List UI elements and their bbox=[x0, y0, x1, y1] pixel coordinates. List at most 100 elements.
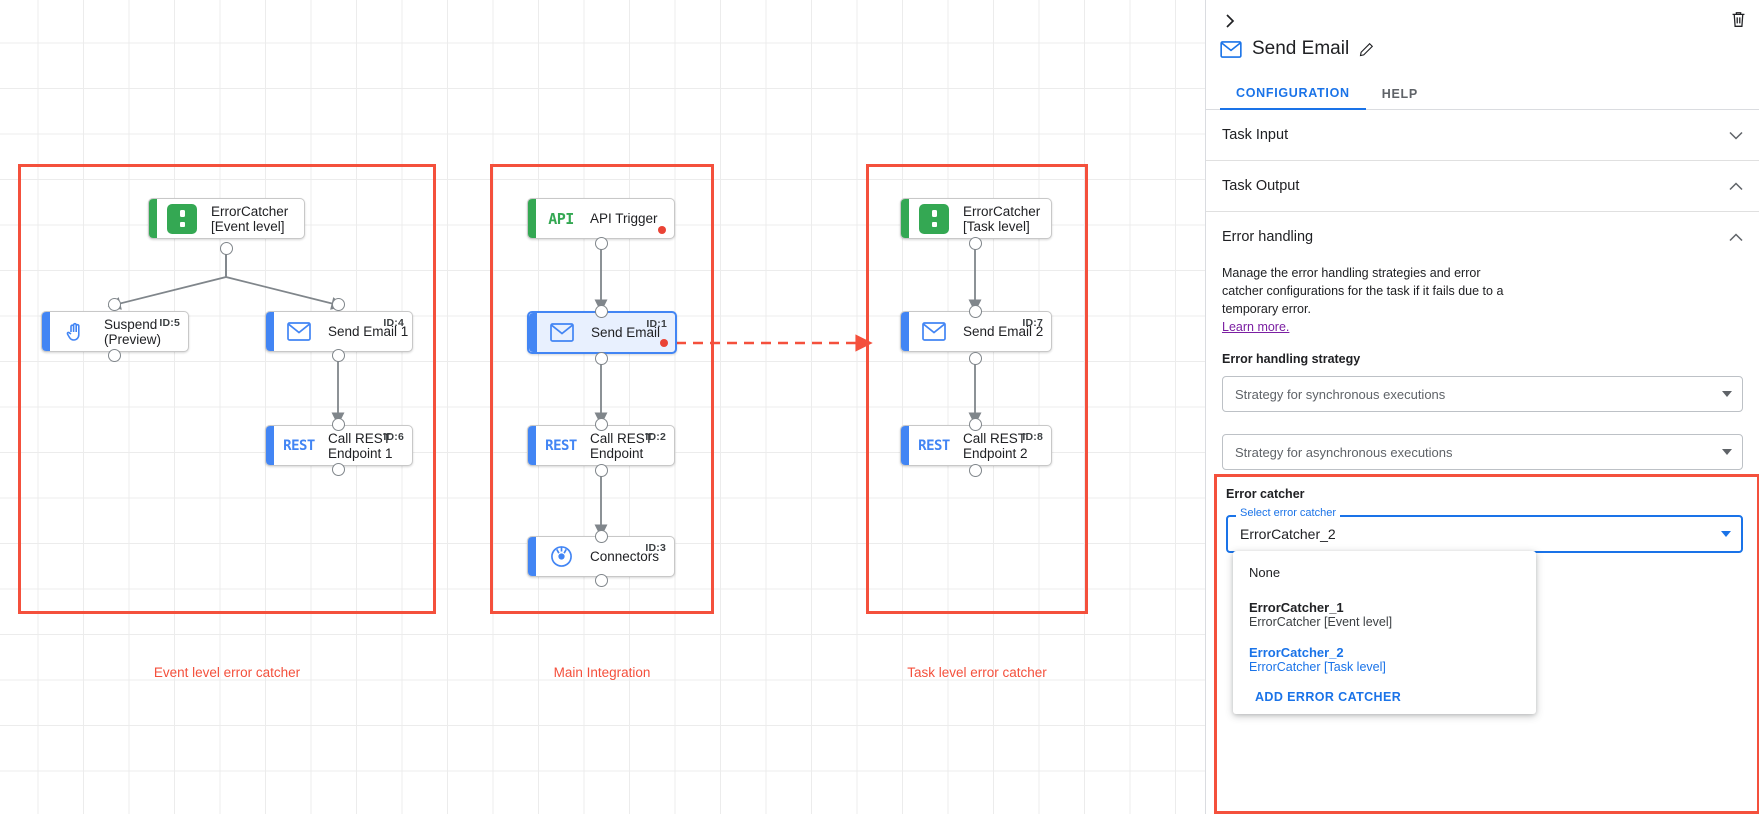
node-port-out[interactable] bbox=[595, 464, 608, 477]
section-error-handling: Error handling Manage the error handling… bbox=[1206, 212, 1759, 486]
section-task-input: Task Input bbox=[1206, 110, 1759, 161]
node-port-out[interactable] bbox=[220, 242, 233, 255]
section-title: Task Input bbox=[1222, 127, 1289, 143]
error-catcher-float-label: Select error catcher bbox=[1236, 507, 1340, 519]
node-port-out[interactable] bbox=[969, 237, 982, 250]
node-port-out[interactable] bbox=[969, 464, 982, 477]
node-port-in[interactable] bbox=[332, 418, 345, 431]
error-catcher-icon bbox=[917, 202, 951, 236]
node-send-email-2[interactable]: Send Email 2 ID:7 bbox=[900, 311, 1052, 352]
node-label: Call REST Endpoint bbox=[590, 430, 654, 461]
node-id-badge: ID:4 bbox=[383, 317, 404, 329]
node-accent-bar bbox=[266, 426, 274, 465]
error-catcher-select[interactable]: ErrorCatcher_2 bbox=[1226, 515, 1743, 553]
node-suspend[interactable]: Suspend (Preview) ID:5 bbox=[41, 311, 189, 352]
error-handling-strategy-label: Error handling strategy bbox=[1222, 352, 1361, 366]
dropdown-item-label: None bbox=[1249, 565, 1281, 580]
node-port-out[interactable] bbox=[332, 349, 345, 362]
node-id-badge: ID:8 bbox=[1022, 431, 1043, 443]
node-port-out[interactable] bbox=[332, 463, 345, 476]
node-port-out[interactable] bbox=[595, 237, 608, 250]
node-accent-bar bbox=[42, 312, 50, 351]
node-port-in[interactable] bbox=[595, 305, 608, 318]
node-call-rest-endpoint-2[interactable]: REST Call REST Endpoint 2 ID:8 bbox=[900, 425, 1052, 466]
node-accent-bar bbox=[528, 426, 536, 465]
dropdown-item-errorcatcher-2[interactable]: ErrorCatcher_2 ErrorCatcher [Task level] bbox=[1233, 639, 1536, 680]
node-port-out[interactable] bbox=[108, 349, 121, 362]
workflow-canvas[interactable]: Event level error catcher Main Integrati… bbox=[0, 0, 1205, 814]
node-port-out[interactable] bbox=[969, 352, 982, 365]
node-label: Suspend (Preview) bbox=[104, 316, 162, 347]
chevron-up-icon[interactable] bbox=[1729, 230, 1743, 245]
node-error-catcher-event-level[interactable]: ErrorCatcher [Event level] bbox=[148, 198, 305, 239]
node-port-out[interactable] bbox=[595, 352, 608, 365]
group-label-main-integration: Main Integration bbox=[553, 665, 651, 680]
email-icon bbox=[282, 315, 316, 349]
email-icon bbox=[545, 316, 579, 350]
chevron-down-icon[interactable] bbox=[1729, 128, 1743, 143]
tab-help[interactable]: HELP bbox=[1381, 87, 1418, 101]
group-box-main-integration bbox=[490, 164, 714, 614]
node-label: Call REST Endpoint 2 bbox=[963, 430, 1028, 461]
node-error-indicator-dot bbox=[660, 339, 668, 347]
email-icon bbox=[1220, 40, 1242, 58]
node-label: Send Email bbox=[591, 325, 661, 340]
trash-icon[interactable] bbox=[1725, 6, 1751, 32]
node-port-in[interactable] bbox=[595, 530, 608, 543]
connectors-icon bbox=[544, 540, 578, 574]
node-port-out[interactable] bbox=[595, 574, 608, 587]
sync-strategy-select[interactable]: Strategy for synchronous executions bbox=[1222, 376, 1743, 412]
node-label: Send Email 2 bbox=[963, 324, 1044, 339]
panel-header: Send Email bbox=[1206, 0, 1759, 78]
error-handling-body: Manage the error handling strategies and… bbox=[1222, 262, 1743, 486]
rest-icon: REST bbox=[545, 437, 577, 454]
page-title: Send Email bbox=[1252, 38, 1350, 59]
dropdown-item-sublabel: ErrorCatcher [Event level] bbox=[1249, 615, 1393, 629]
node-id-badge: ID:5 bbox=[159, 317, 180, 329]
dropdown-item-label: ErrorCatcher_2 bbox=[1249, 645, 1344, 660]
node-call-rest-endpoint[interactable]: REST Call REST Endpoint ID:2 bbox=[527, 425, 675, 466]
node-id-badge: ID:3 bbox=[645, 542, 666, 554]
chevron-up-icon[interactable] bbox=[1729, 179, 1743, 194]
async-strategy-select[interactable]: Strategy for asynchronous executions bbox=[1222, 434, 1743, 470]
node-port-in[interactable] bbox=[595, 418, 608, 431]
node-id-badge: ID:6 bbox=[383, 431, 404, 443]
node-call-rest-endpoint-1[interactable]: REST Call REST Endpoint 1 ID:6 bbox=[265, 425, 413, 466]
group-box-event-level bbox=[18, 164, 436, 614]
section-task-output-header[interactable]: Task Output bbox=[1222, 161, 1743, 211]
learn-more-link[interactable]: Learn more. bbox=[1222, 320, 1290, 334]
node-api-trigger[interactable]: API API Trigger bbox=[527, 198, 675, 239]
section-task-output: Task Output bbox=[1206, 161, 1759, 212]
error-catcher-title: Error catcher bbox=[1226, 487, 1305, 501]
task-config-panel: Send Email CONFIGURATION HELP Task Input bbox=[1205, 0, 1759, 814]
dropdown-item-sublabel: ErrorCatcher [Task level] bbox=[1249, 660, 1386, 674]
pencil-icon[interactable] bbox=[1359, 42, 1374, 57]
chevron-right-icon[interactable] bbox=[1217, 8, 1243, 34]
node-accent-bar bbox=[529, 313, 537, 352]
node-accent-bar bbox=[149, 199, 157, 238]
dropdown-item-label: ErrorCatcher_1 bbox=[1249, 600, 1344, 615]
section-error-handling-header[interactable]: Error handling bbox=[1222, 212, 1743, 262]
group-label-event-level: Event level error catcher bbox=[153, 665, 301, 680]
node-accent-bar bbox=[528, 537, 536, 576]
error-catcher-value: ErrorCatcher_2 bbox=[1240, 526, 1336, 542]
add-error-catcher-button[interactable]: ADD ERROR CATCHER bbox=[1255, 690, 1402, 704]
node-id-badge: ID:7 bbox=[1022, 317, 1043, 329]
node-send-email-1[interactable]: Send Email 1 ID:4 bbox=[265, 311, 413, 352]
node-error-catcher-task-level[interactable]: ErrorCatcher [Task level] bbox=[900, 198, 1052, 239]
node-accent-bar bbox=[901, 199, 909, 238]
node-port-in[interactable] bbox=[969, 305, 982, 318]
node-port-in[interactable] bbox=[969, 418, 982, 431]
rest-icon: REST bbox=[283, 437, 315, 454]
dropdown-item-errorcatcher-1[interactable]: ErrorCatcher_1 ErrorCatcher [Event level… bbox=[1233, 594, 1536, 635]
chevron-down-icon bbox=[1722, 449, 1732, 455]
rest-icon: REST bbox=[918, 437, 950, 454]
node-label: Send Email 1 bbox=[328, 324, 409, 339]
node-port-in[interactable] bbox=[332, 298, 345, 311]
tab-configuration[interactable]: CONFIGURATION bbox=[1220, 78, 1366, 110]
error-catcher-dropdown[interactable]: None ErrorCatcher_1 ErrorCatcher [Event … bbox=[1233, 551, 1536, 714]
node-accent-bar bbox=[266, 312, 274, 351]
dropdown-item-none[interactable]: None bbox=[1233, 559, 1536, 586]
node-port-in[interactable] bbox=[108, 298, 121, 311]
section-task-input-header[interactable]: Task Input bbox=[1222, 110, 1743, 160]
